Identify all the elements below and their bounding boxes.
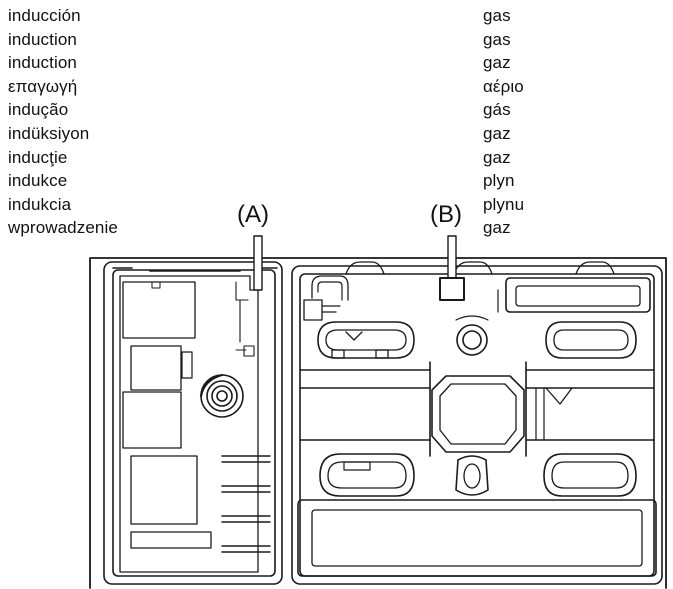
gas-round-port-top bbox=[455, 315, 489, 356]
induction-label: wprowadzenie bbox=[8, 218, 118, 238]
gas-label: gaz bbox=[483, 147, 511, 167]
callout-a-pointer bbox=[253, 235, 263, 291]
gas-recess-top-right bbox=[497, 277, 651, 313]
gas-label: gás bbox=[483, 100, 511, 120]
induction-component-block bbox=[122, 391, 182, 449]
gas-label: gas bbox=[483, 6, 511, 25]
induction-label: induction bbox=[8, 29, 77, 49]
induction-coil bbox=[199, 373, 244, 418]
induction-label: indukcia bbox=[8, 194, 72, 214]
gas-label: gaz bbox=[483, 53, 511, 73]
induction-board-outline bbox=[119, 275, 259, 573]
induction-component-strip bbox=[130, 531, 212, 549]
induction-housing-outer bbox=[103, 261, 283, 585]
induction-label-list: inducción induction induction επαγωγή in… bbox=[8, 4, 118, 240]
induction-module bbox=[103, 235, 283, 585]
induction-label: indução bbox=[8, 100, 69, 120]
induction-label: indukce bbox=[8, 171, 68, 191]
gas-central-octagon bbox=[429, 361, 527, 457]
induction-component-block bbox=[130, 345, 182, 391]
callout-b-pointer bbox=[447, 235, 457, 279]
gas-slot-bottom-left bbox=[319, 453, 415, 497]
gas-rails bbox=[299, 369, 655, 441]
gas-housing-outer bbox=[291, 265, 663, 585]
induction-label: inducción bbox=[8, 6, 81, 25]
gas-label: gas bbox=[483, 29, 511, 49]
gas-slot-bottom-right bbox=[543, 453, 637, 497]
gas-label-list: gas gas gaz αέριο gás gaz gaz plyn plynu… bbox=[483, 4, 524, 240]
gas-notch bbox=[545, 387, 573, 405]
gas-module bbox=[291, 235, 663, 585]
gas-label: αέριο bbox=[483, 76, 524, 96]
induction-component-block bbox=[130, 455, 198, 525]
induction-wiring bbox=[235, 281, 249, 351]
induction-component-block bbox=[122, 281, 196, 339]
gas-label: gaz bbox=[483, 123, 511, 143]
induction-small-block bbox=[181, 351, 193, 379]
gas-slot-top-left bbox=[317, 321, 415, 359]
gas-valve-block bbox=[439, 277, 465, 301]
induction-label: indüksiyon bbox=[8, 123, 90, 143]
induction-housing-inner bbox=[112, 269, 276, 577]
induction-terminals bbox=[221, 455, 271, 553]
callout-a-label: (A) bbox=[237, 201, 269, 228]
gas-label: plynu bbox=[483, 194, 525, 214]
induction-small-block bbox=[151, 281, 161, 289]
induction-label: inducţie bbox=[8, 147, 68, 167]
induction-label: induction bbox=[8, 53, 77, 73]
outer-frame bbox=[89, 257, 667, 589]
gas-pipe-junction bbox=[303, 275, 349, 321]
gas-slot-top-right bbox=[545, 321, 637, 359]
gas-round-port-bottom bbox=[455, 455, 489, 496]
induction-label: επαγωγή bbox=[8, 76, 78, 96]
gas-housing-inner bbox=[299, 273, 655, 577]
gas-bottom-channel bbox=[297, 499, 657, 577]
gas-label: plyn bbox=[483, 171, 515, 191]
gas-label: gaz bbox=[483, 218, 511, 238]
callout-b-label: (B) bbox=[430, 201, 462, 228]
